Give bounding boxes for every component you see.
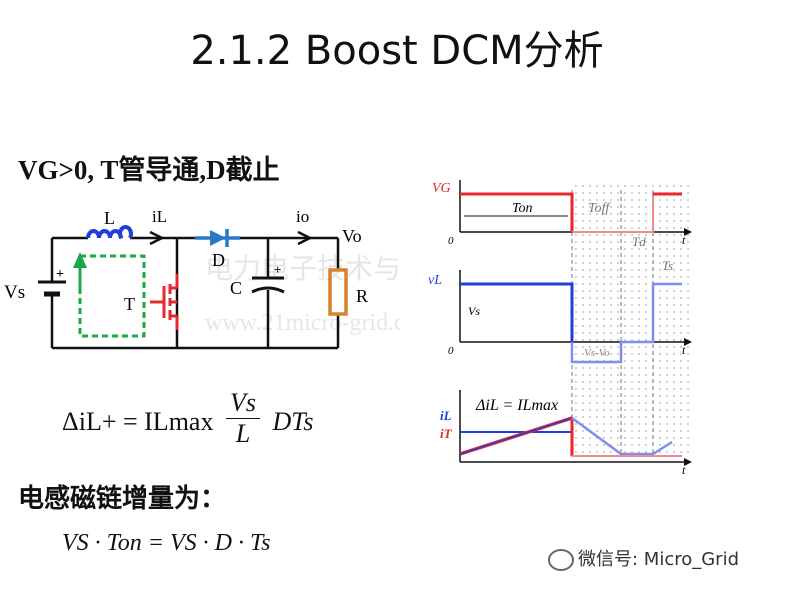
wechat-watermark: 微信号: Micro_Grid [548,545,739,571]
il-waveform [459,417,573,455]
output-current-arrow-icon [297,230,313,246]
switch-label: T [124,294,135,314]
formula-1-denominator: L [235,419,251,448]
vs-vo-level-label: Vs-Vo [584,347,610,359]
off-interval-shading [572,185,690,457]
wechat-icon [548,549,574,571]
diode-icon [195,229,240,247]
formula-1-numerator: Vs [225,388,260,419]
vl-waveform [460,282,574,342]
inductor-label: L [104,208,115,228]
slide-title: 2.1.2 Boost DCM分析 [190,28,604,74]
vl-t-axis: t [682,343,686,357]
vs-level-label: Vs [468,304,480,318]
source-battery-icon: + [38,267,66,302]
circuit-watermark-line2: www.21micro-grid.com [205,310,400,336]
current-loop-path [78,254,146,338]
formula-delta-il: ΔiL+ = ILmax Vs L DTs [62,388,313,449]
vl-label: vL [428,273,442,288]
circuit-watermark-line1: 电力电子技术与新能源 [205,253,400,285]
loop-direction-arrow-icon [73,252,87,268]
delta-il-annotation: ΔiL = ILmax [475,397,558,414]
inductor-current-arrow-icon [149,230,165,246]
svg-text:+: + [56,267,64,282]
output-voltage-label: Vo [342,226,362,246]
vg-origin: 0 [448,235,454,247]
formula-1-lhs: ΔiL+ = ILmax [62,407,214,437]
ts-label: Ts [662,258,673,273]
source-label: Vs [4,282,25,303]
inductor-current-label: iL [152,207,167,226]
output-current-label: io [296,207,309,226]
capacitor-icon: + [251,262,285,294]
il-label: iL [440,408,452,423]
mosfet-switch-icon [150,274,179,330]
formula-1-rhs: DTs [272,407,314,437]
capacitor-label: C [230,278,242,298]
it-label: iT [440,426,453,441]
i-t-axis: t [682,463,686,475]
boost-circuit-diagram: 电力电子技术与新能源 www.21micro-grid.com + Vs L i… [4,207,400,350]
dcm-waveform-diagram: VG 0 t Ton Toff Td Ts vL 0 t Vs Vs-Vo Δi… [420,170,710,475]
vl-origin: 0 [448,345,454,357]
vg-waveform [460,192,574,232]
vg-t-axis: t [682,233,686,247]
td-label: Td [632,234,646,249]
flux-increment-heading: 电感磁链增量为： [18,484,227,514]
inductor-icon [86,225,133,239]
wechat-id: 微信号: Micro_Grid [578,549,740,570]
svg-text:+: + [274,262,281,277]
resistor-label: R [356,286,368,306]
toff-label: Toff [588,201,611,216]
circuit-wires [50,236,340,350]
diode-label: D [212,250,225,270]
formula-flux-linkage: VS · Ton = VS · D · Ts [62,530,271,556]
state-heading: VG>0, T管导通,D截止 [18,155,280,185]
resistor-icon [328,268,348,316]
vg-label: VG [432,181,451,196]
ton-label: Ton [512,201,533,216]
